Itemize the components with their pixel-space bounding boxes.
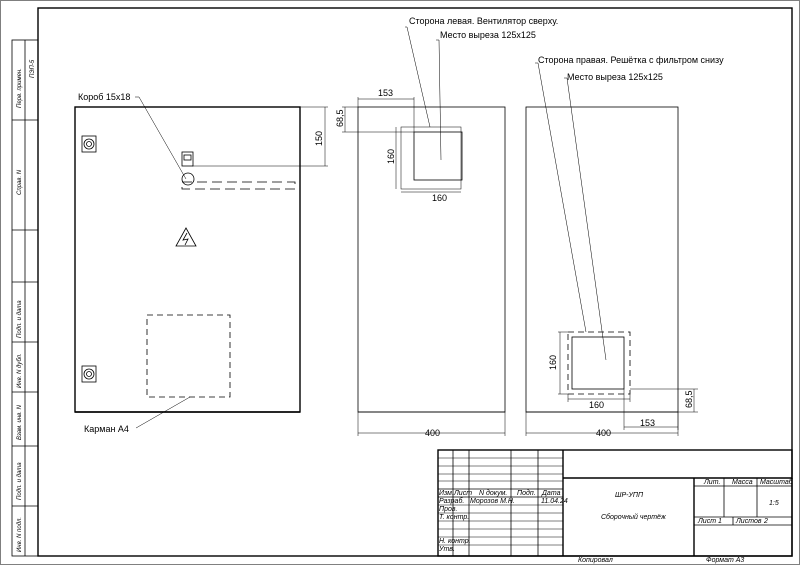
cable-duct-outline	[181, 181, 296, 190]
right-side-view: 160 160 68,5 153 400 Сторона правая. Реш…	[525, 55, 724, 438]
right-cutout-160	[567, 331, 631, 395]
scale-value: 1:5	[769, 500, 779, 507]
designation: ШР-УПП	[615, 492, 644, 499]
stamp-podp-data-1: Подп. и дата	[17, 300, 23, 338]
stamp-vzam-inv: Взам. инв. N	[17, 404, 23, 440]
left-side-panel	[357, 106, 506, 413]
stamp-inv-podl: Инв. N подл.	[17, 517, 23, 552]
left-side-view: 153 68,5 160 160 400 Сторона левая. Вент…	[335, 16, 558, 438]
right-cutout-125	[571, 336, 625, 390]
high-voltage-warning-icon	[175, 227, 197, 247]
dim-right-width: 400	[596, 428, 611, 438]
role-nkontr: Н. контр.	[439, 538, 471, 545]
hdr-doc-no: N докум.	[479, 489, 507, 497]
stamp-sprav-n: Справ. N	[17, 169, 23, 195]
role-tkontr: Т. контр.	[439, 514, 469, 521]
stamp-pep5: ПЭП-5	[30, 59, 36, 78]
title-block: Изм. Лист N докум. Подп. Дата Разраб. Мо…	[437, 449, 794, 557]
left-cutout-160	[400, 126, 462, 190]
sheets-total: 2	[763, 518, 768, 525]
a4-pocket-outline	[146, 314, 231, 398]
copied-label: Копировал	[578, 557, 613, 564]
lock-icon	[181, 151, 195, 186]
hinge-top-icon	[81, 135, 97, 153]
dim-left-width: 400	[425, 428, 440, 438]
callout-right-cutout-label: Место выреза 125x125	[567, 72, 663, 82]
callout-box-label: Короб 15x18	[78, 92, 130, 102]
stamp-inv-dubl: Инв. N дубл.	[17, 353, 23, 388]
dim-right-offset-x: 153	[640, 418, 655, 428]
dim-fan-height: 150	[314, 131, 324, 146]
cabinet-door	[74, 106, 301, 413]
callout-left-cutout-label: Место выреза 125x125	[440, 30, 536, 40]
dim-left-offset-y: 68,5	[335, 109, 345, 127]
sheets-label: Листов	[735, 518, 762, 525]
sheet-number: 1	[718, 518, 722, 525]
hdr-izm: Изм.	[439, 490, 454, 497]
dim-right-cut-h: 160	[548, 355, 558, 370]
left-cutout-125	[413, 131, 463, 181]
callout-right-side-label: Сторона правая. Решётка с фильтром снизу	[538, 55, 724, 65]
date-razrab: 11.04.24	[541, 498, 568, 505]
dim-right-cut-w: 160	[589, 400, 604, 410]
front-view: Короб 15x18 Карман А4 150	[74, 92, 328, 434]
name-razrab: Морозов М.Н.	[470, 498, 515, 505]
stamp-perv-primen: Перв. примен.	[17, 68, 23, 108]
doc-title: Сборочный чертёж	[601, 513, 667, 521]
inner-frame	[37, 7, 793, 557]
dim-left-offset-x: 153	[378, 88, 393, 98]
dim-left-cut-w: 160	[432, 193, 447, 203]
dim-right-offset-y: 68,5	[684, 390, 694, 408]
side-stamp: Перв. примен. ПЭП-5 Справ. N Подп. и дат…	[11, 39, 39, 557]
hdr-signature: Подп.	[517, 489, 536, 497]
hdr-masshtab: Масштаб	[760, 478, 794, 486]
hdr-list: Лист	[453, 490, 472, 497]
format-label: Формат А3	[706, 557, 744, 564]
role-utv: Утв.	[438, 546, 455, 553]
sheet-label: Лист	[697, 518, 716, 525]
role-razrab: Разраб.	[439, 497, 464, 505]
dim-left-cut-h: 160	[386, 149, 396, 164]
hinge-bottom-icon	[81, 365, 97, 383]
callout-pocket-label: Карман А4	[84, 424, 129, 434]
role-prov: Пров.	[439, 506, 458, 513]
hdr-lit: Лит.	[703, 479, 720, 486]
hdr-date: Дата	[541, 490, 561, 497]
stamp-podp-data-2: Подп. и дата	[17, 462, 23, 500]
callout-left-side-label: Сторона левая. Вентилятор сверху.	[409, 16, 558, 26]
hdr-massa: Масса	[732, 479, 753, 486]
